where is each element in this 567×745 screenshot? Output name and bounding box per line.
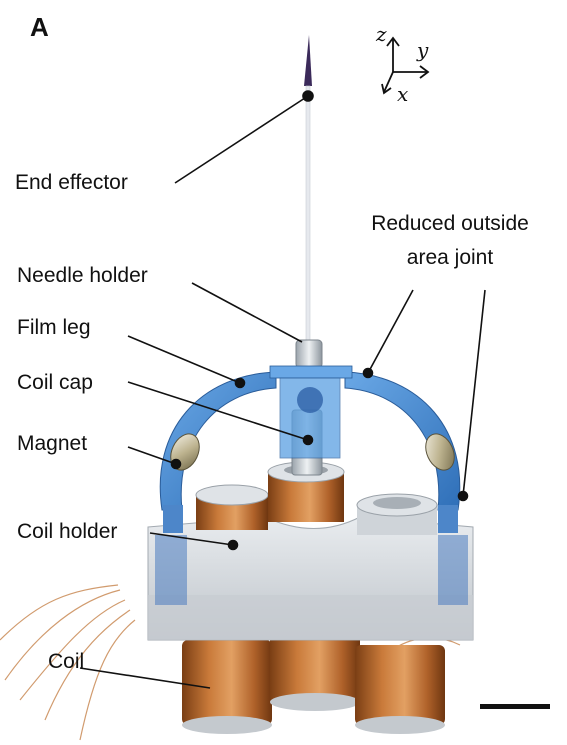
label-film-leg: Film leg (17, 316, 91, 339)
label-coil-cap: Coil cap (17, 371, 93, 394)
scale-bar (480, 704, 550, 709)
coil-holder-shape (147, 516, 474, 641)
needle-holder-shape (295, 339, 323, 369)
axis-label-x: x (397, 82, 409, 106)
label-needle-holder: Needle holder (17, 264, 148, 287)
label-coil-holder: Coil holder (17, 520, 118, 543)
label-coil: Coil (48, 650, 85, 673)
axis-triad (381, 36, 430, 95)
leader-lines (79, 90, 486, 689)
panel-label: A (30, 12, 49, 42)
magnets (170, 433, 455, 471)
axis-label-z: z (376, 22, 387, 46)
label-reduced-joint-line1: Reduced outside (371, 212, 529, 235)
label-magnet: Magnet (17, 432, 88, 455)
label-end-effector: End effector (15, 171, 128, 194)
axis-label-y: y (417, 38, 429, 62)
label-reduced-joint-line2: area joint (406, 246, 494, 269)
needle (304, 35, 312, 357)
bottom-coils (182, 630, 445, 734)
